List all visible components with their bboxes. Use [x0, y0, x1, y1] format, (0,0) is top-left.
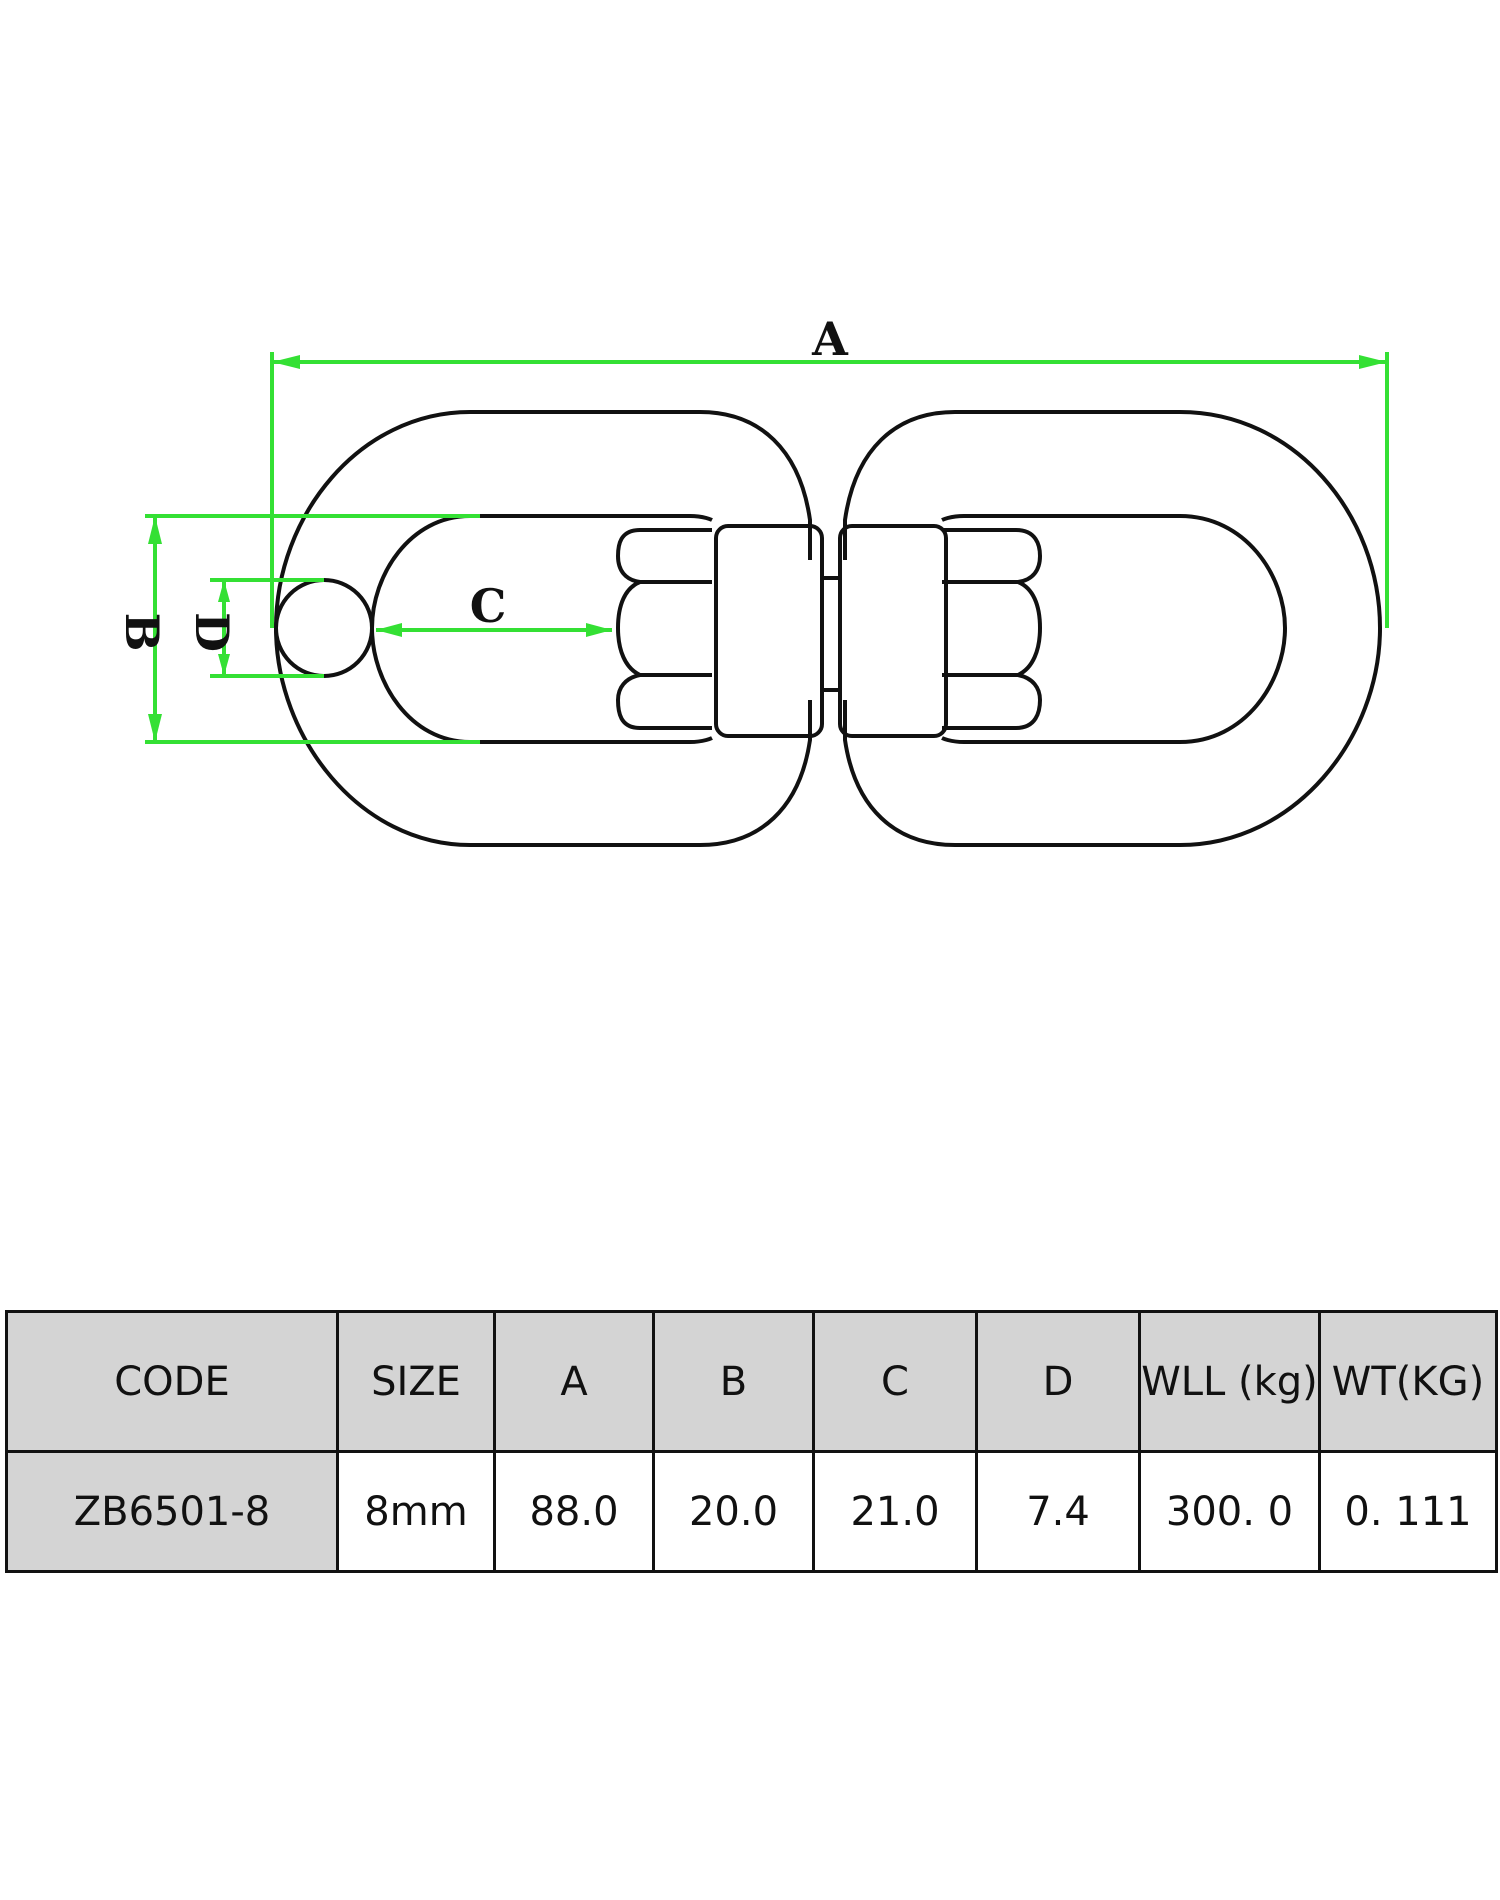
header-code: CODE: [5, 1310, 339, 1453]
wire-section-circle: [274, 578, 374, 678]
dim-b-arrow-top: [148, 516, 162, 544]
right-eye-inner: [941, 514, 1287, 744]
swivel-outline: [274, 410, 1382, 847]
dim-a-arrow-left: [272, 355, 300, 369]
dim-label-b: B: [115, 613, 169, 652]
right-eye-outer: [843, 410, 1382, 847]
cell-wt: 0. 111: [1318, 1450, 1498, 1573]
dim-label-a: A: [811, 312, 849, 366]
dim-d-arrow-top: [218, 580, 230, 602]
dim-b-arrow-bottom: [148, 714, 162, 742]
header-a: A: [493, 1310, 655, 1453]
header-b: B: [652, 1310, 815, 1453]
header-c: C: [812, 1310, 978, 1453]
spec-table: CODE SIZE A B C D WLL (kg) WT(KG) ZB6501…: [5, 1310, 1498, 1573]
header-size: SIZE: [336, 1310, 496, 1453]
dim-c-arrow-right: [586, 623, 612, 637]
left-nut: [616, 528, 712, 730]
dimension-text: A C B D: [115, 312, 849, 652]
cell-c: 21.0: [812, 1450, 978, 1573]
cell-code: ZB6501-8: [5, 1450, 339, 1573]
header-wt: WT(KG): [1318, 1310, 1498, 1453]
table-row: ZB6501-8 8mm 88.0 20.0 21.0 7.4 300. 0 0…: [5, 1450, 1498, 1573]
cell-wll: 300. 0: [1138, 1450, 1321, 1573]
cell-a: 88.0: [493, 1450, 655, 1573]
dim-label-c: C: [470, 579, 507, 633]
header-wll: WLL (kg): [1138, 1310, 1321, 1453]
right-collar: [838, 524, 948, 738]
cell-b: 20.0: [652, 1450, 815, 1573]
dimension-lines: [145, 352, 1389, 744]
dim-c-arrow-left: [376, 623, 402, 637]
dim-d-arrow-bottom: [218, 654, 230, 676]
cell-d: 7.4: [975, 1450, 1141, 1573]
swivel-technical-drawing: A C B D: [115, 312, 1389, 847]
right-nut: [942, 528, 1042, 730]
header-d: D: [975, 1310, 1141, 1453]
dim-label-d: D: [185, 612, 239, 652]
cell-size: 8mm: [336, 1450, 496, 1573]
table-header-row: CODE SIZE A B C D WLL (kg) WT(KG): [5, 1310, 1498, 1453]
dim-a-arrow-right: [1359, 355, 1387, 369]
left-collar: [714, 524, 824, 738]
